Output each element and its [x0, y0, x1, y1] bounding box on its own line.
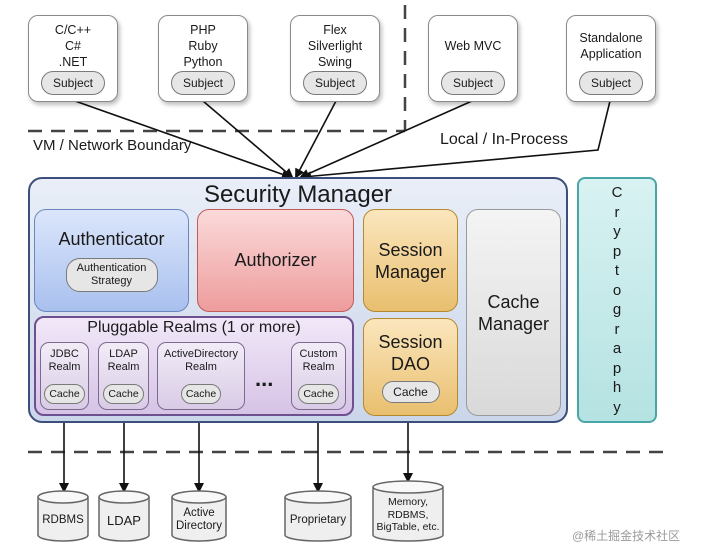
- realm-cache: Cache: [180, 384, 222, 404]
- cache-manager-label: Manager: [477, 313, 550, 334]
- realm-label: JDBC: [50, 348, 79, 360]
- client-label: Swing: [317, 54, 353, 69]
- realm-active-directory: ActiveDirectory Realm Cache: [157, 342, 245, 410]
- realm-label: Realm: [302, 361, 335, 373]
- realm-label: Realm: [48, 361, 81, 373]
- arrow-client-4: [299, 100, 473, 179]
- crypto-letter: C: [611, 184, 623, 201]
- client-standalone: Standalone Application Subject: [566, 15, 656, 102]
- subject-pill: Subject: [303, 71, 367, 95]
- realm-custom: Custom Realm Cache: [291, 342, 346, 410]
- datastore-ldap: LDAP: [107, 512, 141, 528]
- realm-cache: Cache: [44, 384, 85, 404]
- db-cylinder-rdbms: [37, 490, 89, 542]
- crypto-letter: h: [612, 379, 622, 396]
- realm-label: LDAP: [109, 348, 138, 360]
- db-cylinder-memory: [372, 480, 444, 542]
- client-label: C/C++: [54, 22, 92, 37]
- arrow-client-3: [295, 100, 337, 179]
- crypto-letter: y: [613, 398, 621, 416]
- datastore-label: Directory: [175, 520, 222, 532]
- client-label: Application: [580, 46, 642, 61]
- subject-pill: Subject: [171, 71, 235, 95]
- authorizer: Authorizer: [197, 209, 354, 312]
- client-label: Ruby: [188, 38, 218, 53]
- client-label: Flex: [323, 22, 347, 37]
- datastore-memory: Memory, RDBMS, BigTable, etc.: [373, 493, 443, 537]
- client-label: Web MVC: [444, 38, 502, 53]
- crypto-letter: t: [614, 262, 620, 279]
- datastore-proprietary: Proprietary: [289, 513, 347, 526]
- arrow-client-2: [202, 100, 294, 179]
- crypto-letter: r: [614, 203, 620, 221]
- crypto-letter: y: [613, 223, 621, 240]
- realm-label: Custom: [299, 348, 338, 360]
- realm-label: ActiveDirectory: [164, 348, 238, 360]
- datastore-rdbms: RDBMS: [42, 513, 84, 526]
- strategy-label: Authentication: [76, 262, 147, 274]
- watermark: @稀土掘金技术社区: [572, 529, 681, 543]
- cache-manager-label: Cache: [487, 291, 540, 312]
- crypto-letter: g: [612, 301, 622, 318]
- cache-manager: Cache Manager: [466, 209, 561, 416]
- client-rich-ui: Flex Silverlight Swing Subject: [290, 15, 380, 102]
- arrow-client-5: [301, 100, 611, 182]
- datastore-label: Memory,: [387, 496, 429, 509]
- realm-jdbc: JDBC Realm Cache: [40, 342, 89, 410]
- pluggable-realms-title: Pluggable Realms (1 or more): [87, 319, 301, 336]
- datastore-label: BigTable, etc.: [376, 521, 440, 534]
- client-label: Python: [183, 54, 223, 69]
- authorizer-label: Authorizer: [234, 250, 317, 270]
- client-web-mvc: Web MVC Subject: [428, 15, 518, 102]
- realm-cache: Cache: [298, 384, 339, 404]
- db-cylinder-proprietary: [284, 490, 352, 542]
- crypto-letter: o: [612, 281, 622, 299]
- arrow-client-1: [74, 100, 292, 180]
- datastore-label: RDBMS,: [387, 508, 429, 521]
- crypto-letter: r: [614, 320, 620, 338]
- session-dao: Session DAO Cache: [363, 318, 458, 416]
- session-dao-label: Session: [378, 332, 443, 352]
- client-label: PHP: [190, 22, 216, 37]
- realm-label: Realm: [185, 361, 217, 373]
- authenticator-label: Authenticator: [58, 229, 165, 249]
- security-manager-title: Security Manager: [203, 181, 393, 208]
- realm-ldap: LDAP Realm Cache: [98, 342, 149, 410]
- strategy-label: Strategy: [91, 275, 132, 287]
- authenticator: Authenticator Authentication Strategy: [34, 209, 189, 312]
- subject-pill: Subject: [441, 71, 505, 95]
- vm-network-boundary-label: VM / Network Boundary: [33, 137, 192, 154]
- subject-pill: Subject: [41, 71, 105, 95]
- session-dao-label: DAO: [390, 354, 430, 374]
- client-scripting: PHP Ruby Python Subject: [158, 15, 248, 102]
- client-dotnet: C/C++ C# .NET Subject: [28, 15, 118, 102]
- client-label: Standalone: [579, 30, 643, 45]
- cryptography: C r y p t o g r a p h y: [577, 177, 657, 423]
- realm-cache: Cache: [103, 384, 144, 404]
- session-manager-label: Manager: [374, 261, 447, 282]
- crypto-letter: p: [612, 359, 622, 377]
- session-manager-label: Session: [378, 239, 443, 260]
- crypto-letter: p: [612, 242, 622, 260]
- realms-ellipsis: ...: [255, 366, 274, 391]
- datastore-label: Active: [183, 507, 215, 519]
- session-manager: Session Manager: [363, 209, 458, 312]
- session-dao-cache: Cache: [381, 381, 440, 403]
- datastore-active-directory: Active Directory: [172, 503, 226, 537]
- local-in-process-label: Local / In-Process: [440, 131, 569, 148]
- client-label: C#: [65, 38, 81, 53]
- db-cylinder-active-directory: [171, 490, 227, 542]
- db-cylinder-ldap: [98, 490, 150, 542]
- client-label: Silverlight: [307, 38, 363, 53]
- realm-label: Realm: [107, 361, 140, 373]
- crypto-letter: a: [612, 340, 622, 357]
- authentication-strategy: Authentication Strategy: [65, 258, 158, 292]
- subject-pill: Subject: [579, 71, 643, 95]
- client-label: .NET: [58, 54, 88, 69]
